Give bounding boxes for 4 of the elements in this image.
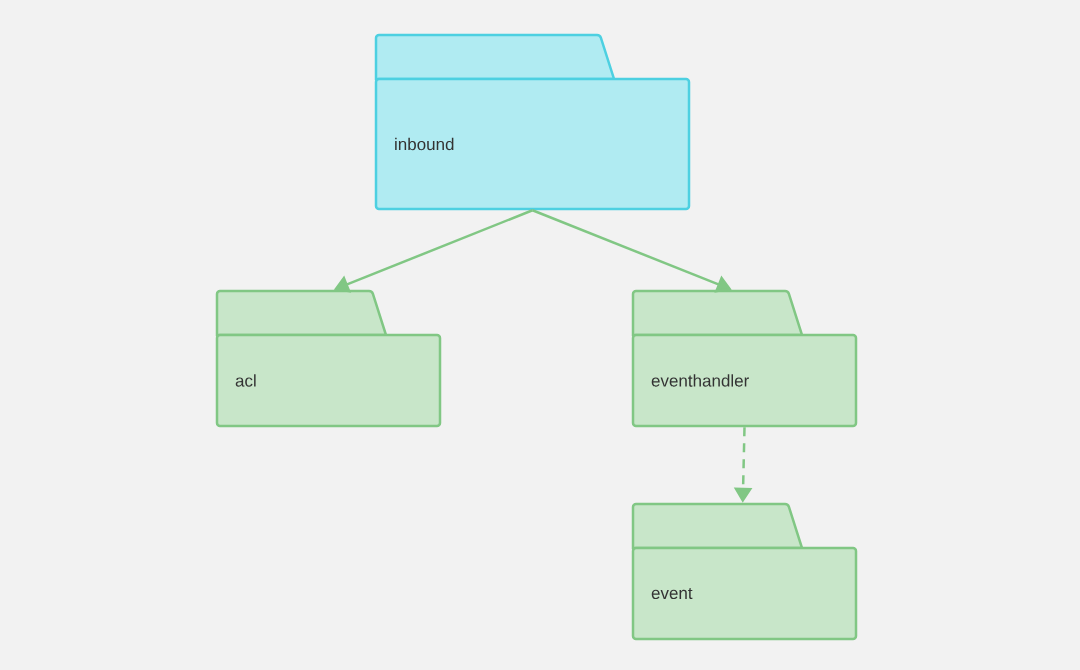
folder-node: event [631,502,858,641]
folder-node: eventhandler [631,289,858,428]
folder-node: acl [215,289,442,428]
folder-node: inbound [374,33,691,211]
